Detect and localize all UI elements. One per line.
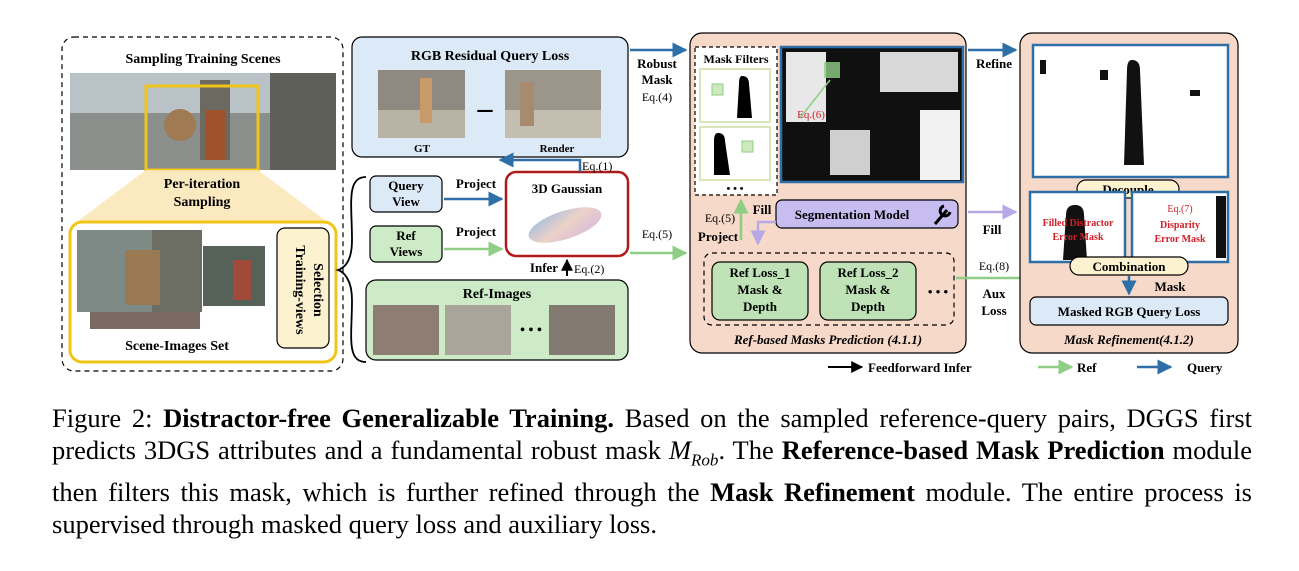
ref-loss-2-box	[819, 261, 917, 321]
eq5-label: Eq.(5)	[705, 211, 735, 225]
fill-label-2: Fill	[983, 222, 1002, 237]
query-view-box	[369, 175, 443, 213]
eq1-label: Eq.(1)	[582, 159, 612, 173]
aux-loss-label-2: Loss	[981, 303, 1006, 318]
caption-text-3: module then filters this mask, which is …	[52, 435, 1253, 508]
ref-images-title: Ref-Images	[463, 287, 532, 302]
figure: Sampling Training Scenes Per-iteration S…	[61, 32, 1239, 375]
zoom-trapezoid	[74, 170, 330, 224]
combination-pill	[1069, 256, 1189, 276]
training-views-label-1: Training-views	[292, 245, 307, 335]
legend: Feedforward Infer Ref Query	[828, 359, 1223, 375]
eq5-right-label: Eq.(5)	[642, 227, 672, 241]
mask-filter-2	[699, 126, 771, 181]
ref-loss-2-label-3: Depth	[851, 299, 886, 314]
ref-image-1	[373, 305, 439, 355]
masked-query-loss-box	[1029, 296, 1229, 326]
caption-figure-label: Figure 2:	[52, 403, 153, 433]
training-views-box	[276, 227, 330, 349]
mask-filters-dots: • • •	[726, 183, 743, 195]
eq6-label: Eq.(6)	[797, 109, 825, 121]
legend-feedforward: Feedforward Infer	[868, 360, 972, 375]
mask-refinement-footer: Mask Refinement(4.1.2)	[1063, 332, 1194, 347]
caption-bold-ref: Reference-based Mask Prediction	[781, 435, 1165, 465]
legend-query: Query	[1187, 360, 1223, 375]
disparity-label-2: Error Mask	[1154, 234, 1205, 245]
render-label: Render	[540, 143, 575, 155]
caption-text-2: . The	[718, 435, 774, 465]
ref-loss-2-label-1: Ref Loss_2	[837, 265, 898, 280]
eq7-label: Eq.(7)	[1167, 204, 1192, 215]
query-view-label-1: Query	[388, 178, 424, 193]
filled-distractor-label-1: Filled Distractor	[1043, 218, 1114, 229]
mask-filters-title: Mask Filters	[704, 52, 769, 66]
ref-image-2	[445, 305, 511, 355]
eq8-label: Eq.(8)	[979, 259, 1009, 273]
ref-views-label-2: Views	[390, 244, 423, 259]
legend-ref: Ref	[1077, 360, 1097, 375]
aux-loss-label-1: Aux	[982, 286, 1006, 301]
ref-loss-1-label-1: Ref Loss_1	[729, 265, 790, 280]
scene-images-label: Scene-Images Set	[125, 339, 229, 354]
ref-images-dots: • • •	[520, 323, 542, 338]
caption-math-main: M	[668, 435, 692, 465]
disparity-error-mask	[1130, 190, 1230, 264]
mask-label: Mask	[1154, 279, 1186, 294]
sampling-panel: Sampling Training Scenes Per-iteration S…	[61, 36, 344, 372]
query-view-label-2: View	[392, 194, 420, 209]
ref-loss-1-label-3: Depth	[743, 299, 778, 314]
ref-loss-1-label-2: Mask &	[737, 282, 782, 297]
segmentation-model-box	[775, 199, 959, 229]
ref-masks-panel: Mask Filters • • • Eq.(6) Eq.(5) Project…	[689, 32, 967, 354]
figure-caption: Figure 2: Distractor-free Generalizable …	[52, 402, 1252, 540]
mask-refinement-panel: Decouple Filled Distractor Error Mask Eq…	[1019, 32, 1239, 354]
disparity-label-1: Disparity	[1160, 220, 1200, 231]
robust-mask-label-1: Robust	[637, 56, 677, 71]
ref-loss-dots: • • •	[928, 284, 949, 299]
ref-views-label-1: Ref	[396, 228, 416, 243]
combination-label: Combination	[1093, 259, 1167, 274]
caption-bold-title: Distractor-free Generalizable Training.	[163, 403, 615, 433]
caption-text-4: module. The entire process is supervised…	[52, 477, 1252, 540]
project-label-3: Project	[698, 229, 739, 244]
eq2-label: Eq.(2)	[574, 262, 604, 276]
ref-image-3	[549, 305, 615, 355]
training-views-label-2: Selection	[310, 263, 325, 317]
mask-filter-1	[699, 68, 771, 123]
minus-sign: –	[477, 92, 494, 125]
rgb-residual-title: RGB Residual Query Loss	[411, 49, 570, 64]
eq4-label: Eq.(4)	[642, 90, 672, 104]
rgb-residual-panel: RGB Residual Query Loss – GT Render	[351, 36, 629, 158]
caption-bold-mask: Mask Refinement	[710, 477, 915, 508]
robust-mask-label-2: Mask	[641, 72, 673, 87]
per-iteration-label-1: Per-iteration	[164, 177, 241, 192]
infer-label: Infer	[530, 260, 558, 275]
project-label-2: Project	[456, 224, 497, 239]
refine-label: Refine	[976, 56, 1012, 71]
segmentation-label: Segmentation Model	[795, 207, 910, 222]
brace	[335, 176, 367, 363]
caption-math: MRob	[668, 435, 718, 469]
ref-masks-footer: Ref-based Masks Prediction (4.1.1)	[733, 332, 922, 347]
per-iteration-label-2: Sampling	[174, 195, 231, 210]
ref-loss-1-box	[711, 261, 809, 321]
gt-label: GT	[414, 143, 431, 155]
filled-distractor-label-2: Error Mask	[1052, 232, 1103, 243]
sampling-title: Sampling Training Scenes	[125, 52, 281, 67]
project-label-1: Project	[456, 176, 497, 191]
caption-math-sub: Rob	[691, 450, 719, 470]
fill-label-1: Fill	[753, 202, 772, 217]
ref-loss-2-label-2: Mask &	[845, 282, 890, 297]
caption-text-1: Based on the sampled reference-query pai…	[52, 403, 1253, 465]
masked-query-loss-label: Masked RGB Query Loss	[1058, 304, 1201, 319]
gaussian-blob	[528, 207, 602, 243]
ref-views-box	[369, 225, 443, 263]
gaussian-label: 3D Gaussian	[532, 181, 603, 196]
wrench-icon	[933, 204, 952, 225]
